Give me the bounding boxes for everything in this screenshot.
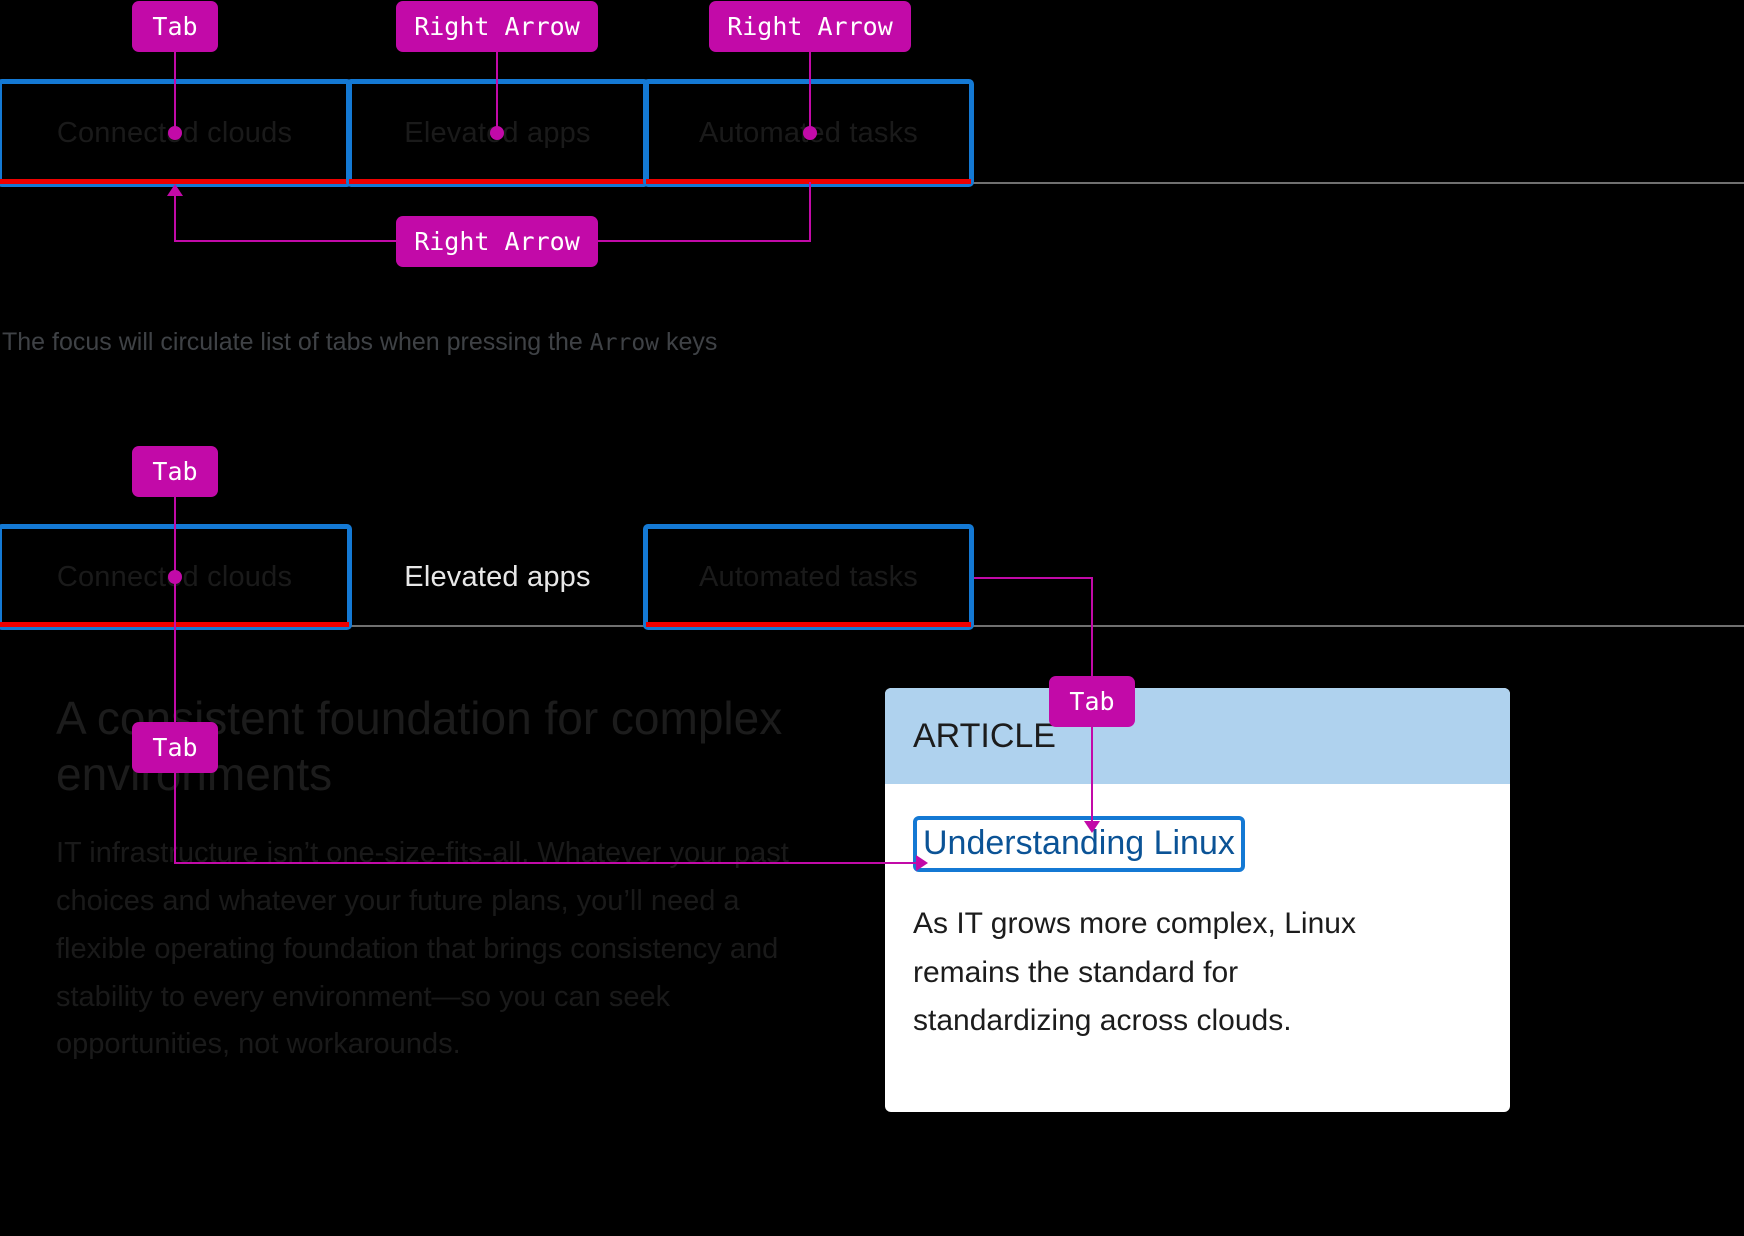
keycap-tab-1: Tab bbox=[132, 1, 218, 52]
keycap-right-arrow-2: Right Arrow bbox=[709, 1, 911, 52]
tab-active-underline bbox=[646, 622, 971, 627]
caption-part-before: The focus will circulate list of tabs wh… bbox=[2, 328, 590, 356]
connector-link-arrowhead-icon bbox=[1084, 821, 1100, 833]
connector-card-arrowhead-icon bbox=[916, 855, 928, 871]
article-card-eyebrow: ARTICLE bbox=[885, 688, 1510, 784]
connector-tab-1 bbox=[174, 52, 176, 132]
connector-wrap-left-seg bbox=[174, 240, 398, 242]
connector-third-tab-down bbox=[1091, 577, 1093, 676]
page-paragraph: IT infrastructure isn’t one-size-fits-al… bbox=[56, 837, 789, 1061]
article-link-understanding-linux[interactable]: Understanding Linux bbox=[913, 816, 1245, 873]
tab-elevated-apps-2[interactable]: Elevated apps bbox=[349, 527, 646, 627]
tab-label: Automated tasks bbox=[699, 560, 918, 593]
connector-tab-to-first-tab bbox=[174, 497, 176, 577]
tab-active-underline bbox=[0, 179, 349, 184]
connector-dot-2 bbox=[490, 126, 504, 140]
tabstrip-primary: Connected clouds Elevated apps Automated… bbox=[0, 79, 1744, 187]
article-card-text: As IT grows more complex, Linux remains … bbox=[913, 907, 1356, 1038]
caption-part-after: keys bbox=[659, 328, 718, 356]
connector-heading-down bbox=[174, 773, 176, 863]
tab-automated-tasks-2[interactable]: Automated tasks bbox=[643, 524, 974, 630]
connector-arrow-2 bbox=[809, 52, 811, 132]
article-card-body: Understanding Linux As IT grows more com… bbox=[885, 784, 1510, 1046]
tab-active-underline bbox=[646, 179, 971, 184]
connector-third-tab-right bbox=[974, 577, 1092, 579]
tab-label: Elevated apps bbox=[404, 560, 591, 593]
connector-arrow-1 bbox=[496, 52, 498, 132]
connector-dot-3 bbox=[803, 126, 817, 140]
connector-wrap-arrowhead-icon bbox=[167, 184, 183, 196]
keycap-right-arrow-wrap: Right Arrow bbox=[396, 216, 598, 267]
tab-active-underline bbox=[349, 179, 646, 184]
keycap-tab-first-item: Tab bbox=[132, 446, 218, 497]
section-one-caption: The focus will circulate list of tabs wh… bbox=[2, 328, 717, 357]
article-card: ARTICLE Understanding Linux As IT grows … bbox=[885, 688, 1510, 1112]
keycap-tab-heading: Tab bbox=[132, 722, 218, 773]
connector-paragraph-to-card bbox=[174, 862, 916, 864]
connector-wrap-up bbox=[174, 196, 176, 242]
tabstrip-secondary: Connected clouds Elevated apps Automated… bbox=[0, 524, 1744, 630]
connector-dot-4 bbox=[168, 570, 182, 584]
keycap-right-arrow-1: Right Arrow bbox=[396, 1, 598, 52]
connector-dot-1 bbox=[168, 126, 182, 140]
connector-first-tab-down bbox=[174, 577, 176, 722]
caption-key-name: Arrow bbox=[589, 330, 660, 356]
connector-wrap-right-seg bbox=[598, 240, 811, 242]
connector-wrap-down bbox=[809, 182, 811, 242]
connector-keycap-to-link bbox=[1091, 727, 1093, 824]
keycap-tab-card: Tab bbox=[1049, 676, 1135, 727]
